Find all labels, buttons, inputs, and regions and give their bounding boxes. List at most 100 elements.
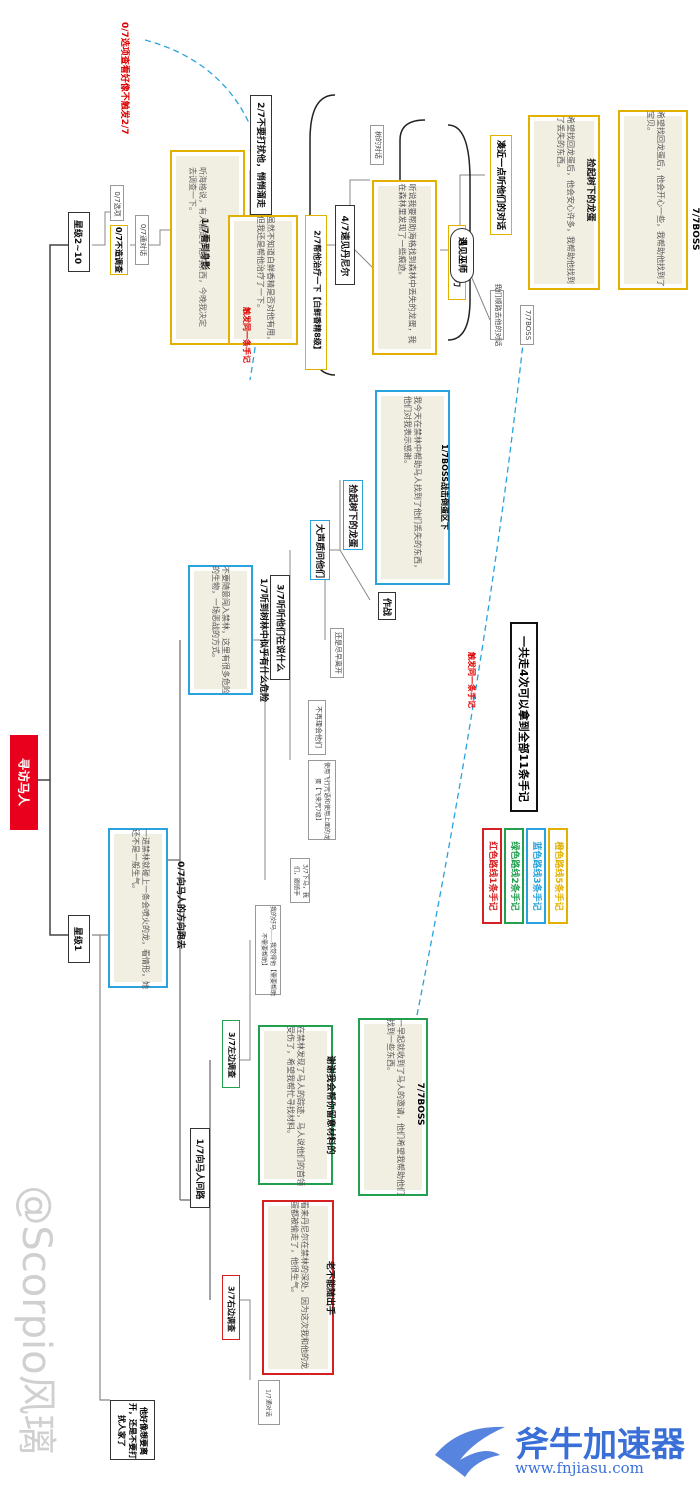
note-3-body: 虽然不知道白鲜香精是否对他有用，但我还是帮他治疗了一下。 [256,216,275,344]
note-9-body: 一进禁林就碰上一条会喷火的龙，看情形，她还不是一般生气。 [131,829,150,989]
loud-ask-node: 大声质问他们 [310,520,330,580]
legend-yellow: 橙色路线5条手记 [548,828,568,924]
note-card-4: 听说我要帮助海格找到森林中丢失的龙蛋，我在森林里发现了一些痕迹。 [372,180,437,355]
tail-note-node: 他好像想要离开，还是不要打扰人家了 [110,1400,155,1460]
four-seven-node: 4/7速见丹尼尔 [335,205,355,285]
suggest-node: 0/7选项 [110,185,124,221]
small-c-node: 使用飞行咒语和使用上面的龙蛋【飞来咒7级】 [308,760,336,840]
small-d-label: 还是尽早离开 [334,632,342,674]
listen-conv-node: 凑近一点听他们的对话 [490,135,512,235]
ask-road-node: 1/7向马人问路 [190,1128,210,1208]
level-1-label: 星级1 [72,926,83,952]
legend-title: 一共走4次可以拿到全部11条手记 [517,636,530,802]
four-seven-label: 4/7速见丹尼尔 [339,215,350,277]
small-d-node: 还是尽早离开 [330,628,344,678]
legend-blue-label: 蓝色路线3条手记 [531,841,542,911]
brand-name: 斧牛加速器 [515,1425,685,1465]
note-card-5: 希望找回龙蛋后，他会安心许多，我帮助他找到了丢失的东西。 [528,115,600,290]
listen-conv-label: 凑近一点听他们的对话 [495,139,506,230]
loud-ask-label: 大声质问他们 [314,523,325,578]
note-5-body: 希望找回龙蛋后，他会安心许多，我帮助他找到了丢失的东西。 [556,116,575,284]
red-annotation-mid: 触发同一条手记 [242,307,251,363]
old-hunter-label: 老不能随出手 [325,1260,335,1315]
note-7-body: 我今天在禁林中帮助马人找到了他们丢失的东西，他们对我表示感谢。 [403,396,422,572]
note-2-body: 听海格说，有人偷走了他的东西，今晚我决定去调查一下。 [188,167,207,327]
small-g-label: 我们顺路去他的对话 [494,283,502,347]
small-f-node: 我的好马……我觉得他【需要帮助不需要帮助】 [255,905,281,996]
pick-ginseng-node: 捡起树下的龙蛋 [343,480,363,550]
note-card-11: 一早起就收到了马人的邀请，他们希望我帮助他们找到一些东西。 [358,1018,428,1196]
not-investigate-node: 0/7不造调查 [110,225,128,275]
small-e-label: 3/7下马，我们，跟随手 [292,864,309,898]
legend-blue: 蓝色路线3条手记 [526,828,546,924]
note-card-9: 一进禁林就碰上一条会喷火的龙，看情形，她还不是一般生气。 [108,828,168,989]
root-label: 寻访马人 [17,757,31,806]
legend-red-label: 红色路线1条手记 [487,841,498,911]
root-node: 寻访马人 [10,735,38,830]
small-j-node: 1/7通对话 [258,1380,280,1425]
level-1-node: 星级1 [68,915,90,963]
note-card-8: 不要随意闯入禁林，这里有很多危险的生物，一场恶战的方式。 [188,565,253,695]
old-hunter-node: 老不能随出手 [322,1250,342,1325]
three-right-node: 3/7右边调查 [222,1275,240,1340]
help-materials-node: 谢谢我会帮你留意材料的 [322,1030,342,1180]
not-investigate-label: 0/7不造调查 [114,226,124,274]
small-h-node: 7/7BOSS [520,305,534,345]
small-i-label: 树的对话 [374,131,382,159]
red-annotation-top: 0/7选项查看好像不触发2/7 [119,22,129,135]
watermark-text: @Scorpio风璃 [13,1185,59,1455]
pick-tree-egg-label: 捡起树下的龙蛋 [585,158,596,222]
three-right-label: 3/7右边调查 [227,1285,236,1333]
note-12-body: 看来丹尼尔在禁林的深处，因为这次我和他的龙蛋都被偷走了，他很生气。 [290,1201,309,1369]
two-seven-node: 2/7帮他治疗一下【白鲜香精8级】 [305,215,327,370]
boss7-label: 7/7BOSS [690,207,700,251]
level-2-10-node: 星级2~10 [68,212,90,272]
brand-url: www.fnjiasu.com [515,1459,644,1477]
two-seven-b-node: 2/7不要打扰他，悄悄溜走 [250,95,272,215]
pick-ginseng-label: 捡起树下的龙蛋 [347,484,358,548]
note-6-body: 希望找回龙蛋后，他会开心一些，我帮助他找到了宝贝。 [646,111,665,287]
talk-label: 0/7通对话 [139,223,147,257]
three-left-node: 3/7左边调查 [222,1020,240,1088]
small-h-label: 7/7BOSS [524,309,532,341]
what-sound-node: 3/7听听他们在说什么 [270,575,290,680]
note-card-3: 虽然不知道白鲜香精是否对他有用，但我还是帮他治疗了一下。 [228,215,298,345]
boss5-label: 1/7BOSS战击倒蛋区下 [440,443,450,531]
brand-logo: 斧牛加速器 www.fnjiasu.com [430,1415,700,1485]
note-4-body: 听说我要帮助海格找到森林中丢失的龙蛋，我在森林里发现了一些痕迹。 [397,183,417,344]
legend-green: 绿色路线2条手记 [504,828,524,924]
small-c-label: 使用飞行咒语和使用上面的龙蛋【飞来咒7级】 [314,761,330,840]
note-10-body: 在禁林发现了马人的踪迹，马人说他们的首领受伤了，希望我帮忙寻找材料。 [286,1026,305,1186]
small-b-node: 不再理会他们 [308,700,326,755]
small-j-label: 1/7通对话 [265,1389,272,1417]
talk-node: 0/7通对话 [135,215,149,265]
legend-title-box: 一共走4次可以拿到全部11条手记 [510,622,538,812]
note-card-7: 我今天在禁林中帮助马人找到了他们丢失的东西，他们对我表示感谢。 [375,390,450,585]
boss7b-label: 7/7BOSS [415,1082,425,1126]
small-b-label: 不再理会他们 [314,706,323,748]
ask-road-label: 1/7向马人问路 [194,1138,205,1200]
three-left-label: 3/7左边调查 [227,1031,237,1079]
note-card-10: 在禁林发现了马人的踪迹，马人说他们的首领受伤了，希望我帮忙寻找材料。 [258,1025,333,1186]
level-2-10-label: 星级2~10 [72,219,83,265]
pick-tree-egg-node: 捡起树下的龙蛋 [582,155,602,225]
meet-dragon-label: 遇见巫师 [457,236,467,273]
legend-green-label: 绿色路线2条手记 [509,841,520,911]
legend-yellow-label: 橙色路线5条手记 [553,841,564,911]
red-annotation-right: 触发同一条手记 [467,652,476,708]
meet-dragon-bubble: 遇见巫师 [450,228,474,283]
help-materials-label: 谢谢我会帮你留意材料的 [325,1055,336,1155]
brand-logo-icon [435,1426,505,1477]
watermark: @Scorpio风璃 [10,1160,70,1480]
fight-label: 作战 [381,597,392,616]
note-card-6: 希望找回龙蛋后，他会开心一些，我帮助他找到了宝贝。 [618,110,688,290]
direction-talk-node: 0/7向马人的方向跑去 [172,840,192,970]
two-seven-b-label: 2/7不要打扰他，悄悄溜走 [255,102,266,208]
small-i-node: 树的对话 [370,125,384,165]
tail-note-label: 他好像想要离开，还是不要打扰人家了 [117,1403,149,1459]
note-card-12: 看来丹尼尔在禁林的深处，因为这次我和他的龙蛋都被偷走了，他很生气。 [262,1200,334,1375]
suggest-label: 0/7选项 [113,191,121,217]
small-g-node: 我们顺路去他的对话 [490,283,504,347]
two-seven-label: 2/7帮他治疗一下【白鲜香精8级】 [313,230,322,354]
small-e-node: 3/7下马，我们，跟随手 [290,858,310,903]
